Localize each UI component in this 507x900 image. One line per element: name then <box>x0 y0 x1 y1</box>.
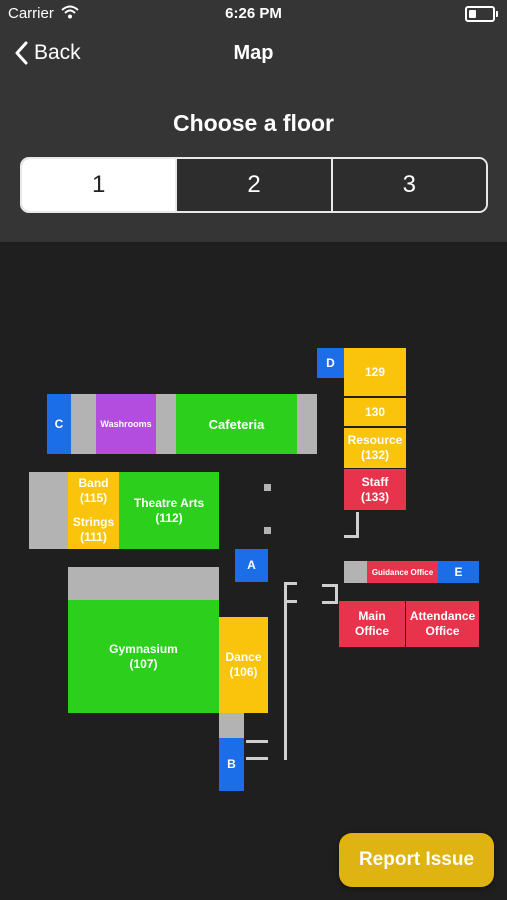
room-attendance-office[interactable]: Attendance Office <box>406 601 479 647</box>
wifi-icon <box>61 5 79 23</box>
floor-option-2[interactable]: 2 <box>175 159 331 211</box>
entrance-a[interactable]: A <box>235 549 268 582</box>
corridor-line <box>246 740 268 743</box>
navigation-bar: Back Map <box>0 34 507 74</box>
entrance-e[interactable]: E <box>438 561 479 583</box>
corridor-line <box>322 584 338 587</box>
room-gymnasium[interactable]: Gymnasium (107) <box>68 600 219 713</box>
floor-option-3[interactable]: 3 <box>330 159 486 211</box>
structure-block <box>297 394 317 454</box>
room-strings[interactable]: Strings (111) <box>68 510 119 549</box>
corridor-line <box>335 584 338 604</box>
header: Carrier 6:26 PM Back Map Choose a floor … <box>0 0 507 242</box>
structure-block <box>344 561 367 583</box>
chevron-left-icon <box>15 41 28 65</box>
room-resource[interactable]: Resource (132) <box>344 428 406 468</box>
corridor-line <box>344 535 359 538</box>
room-washrooms[interactable]: Washrooms <box>96 394 156 454</box>
back-label: Back <box>34 41 81 64</box>
report-issue-button[interactable]: Report Issue <box>339 833 494 887</box>
room-theatre-arts[interactable]: Theatre Arts (112) <box>119 472 219 549</box>
status-time: 6:26 PM <box>225 5 282 22</box>
room-main-office[interactable]: Main Office <box>339 601 405 647</box>
carrier-label: Carrier <box>8 5 54 22</box>
room-dance[interactable]: Dance (106) <box>219 617 268 713</box>
room-guidance-office[interactable]: Guidance Office <box>367 561 438 583</box>
room-129[interactable]: 129 <box>344 348 406 396</box>
back-button[interactable]: Back <box>14 36 81 70</box>
corridor-line <box>284 582 297 585</box>
floor-heading: Choose a floor <box>172 110 334 136</box>
status-bar: Carrier 6:26 PM <box>0 0 507 28</box>
battery-icon <box>465 6 498 22</box>
structure-block <box>68 567 219 600</box>
room-130[interactable]: 130 <box>344 398 406 426</box>
floor-option-1[interactable]: 1 <box>22 159 176 211</box>
room-cafeteria[interactable]: Cafeteria <box>176 394 297 454</box>
room-band[interactable]: Band (115) <box>68 472 119 510</box>
entrance-d[interactable]: D <box>317 348 344 378</box>
page-title: Map <box>233 42 274 64</box>
structure-block <box>71 394 96 454</box>
corridor-line <box>356 512 359 538</box>
structure-block <box>29 472 68 549</box>
structure-block <box>156 394 176 454</box>
corridor-line <box>322 601 338 604</box>
floor-selector: 1 2 3 <box>20 157 488 213</box>
map-marker <box>264 484 271 491</box>
corridor-line <box>284 582 287 760</box>
map-marker <box>264 527 271 534</box>
entrance-c[interactable]: C <box>47 394 71 454</box>
room-staff[interactable]: Staff (133) <box>344 469 406 510</box>
structure-block <box>219 713 244 738</box>
entrance-b[interactable]: B <box>219 738 244 791</box>
corridor-line <box>246 757 268 760</box>
corridor-line <box>284 600 297 603</box>
